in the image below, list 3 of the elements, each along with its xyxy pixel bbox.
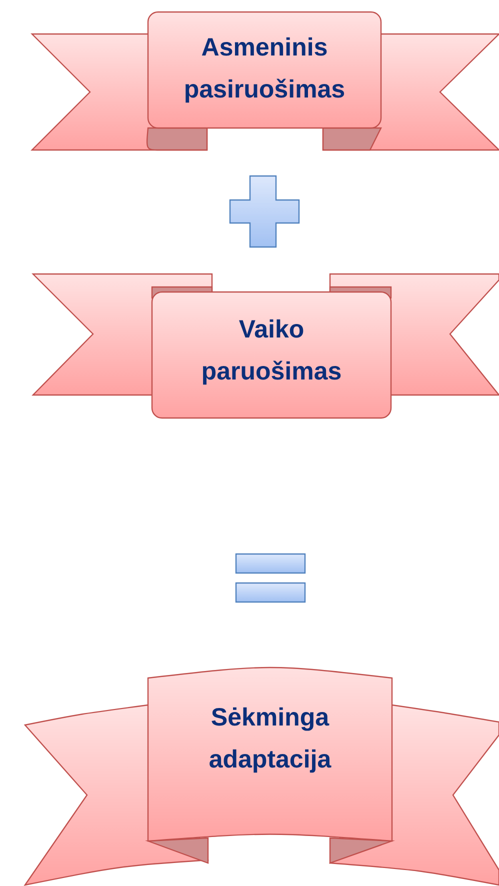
- ribbon-banner: Sėkminga adaptacija: [24, 666, 499, 886]
- ribbon-banner: Vaiko paruošimas: [32, 273, 499, 419]
- ribbon-banner: Asmeninis pasiruošimas: [30, 11, 499, 151]
